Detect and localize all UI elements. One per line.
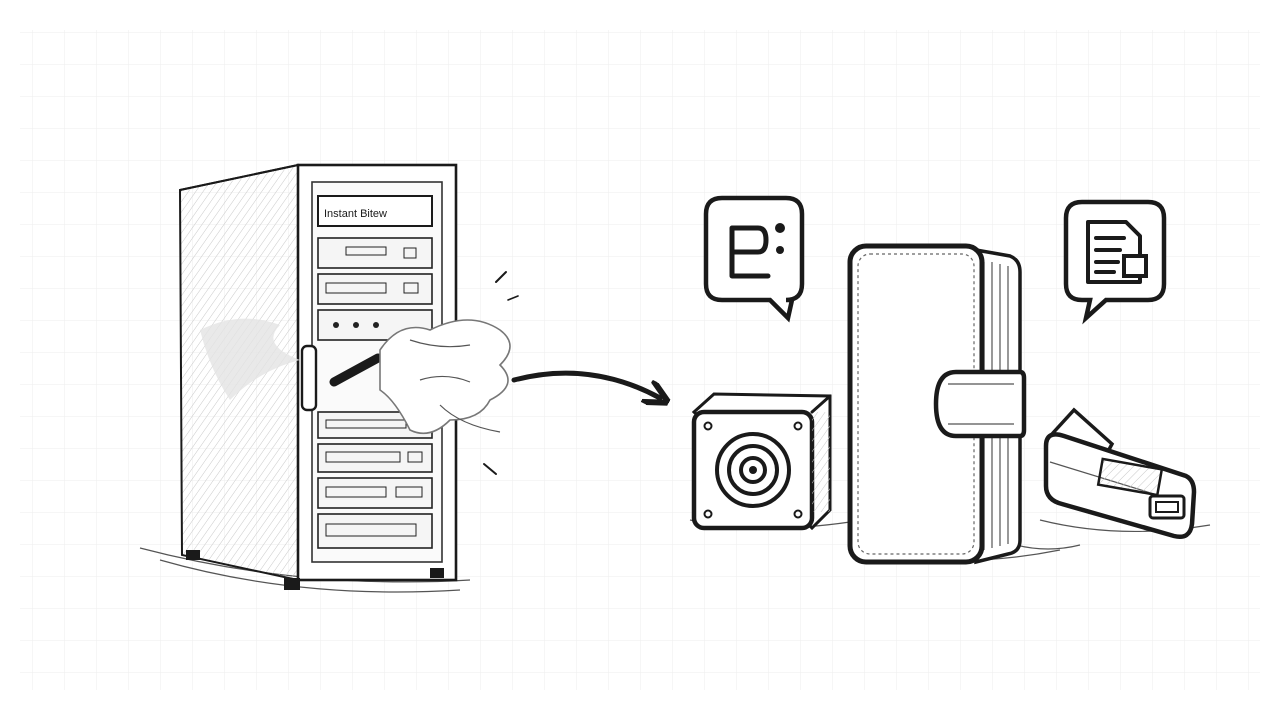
rack-label: Instant Bitew <box>324 208 387 220</box>
server-rack-icon: Instant Bitew <box>139 163 519 593</box>
document-bubble-icon <box>1063 199 1167 325</box>
wallet-icon <box>847 243 1081 565</box>
arrow-right-icon <box>511 370 660 398</box>
message-bubble-icon <box>703 195 805 323</box>
hardware-key-icon <box>1039 407 1211 539</box>
camera-icon <box>689 392 851 531</box>
